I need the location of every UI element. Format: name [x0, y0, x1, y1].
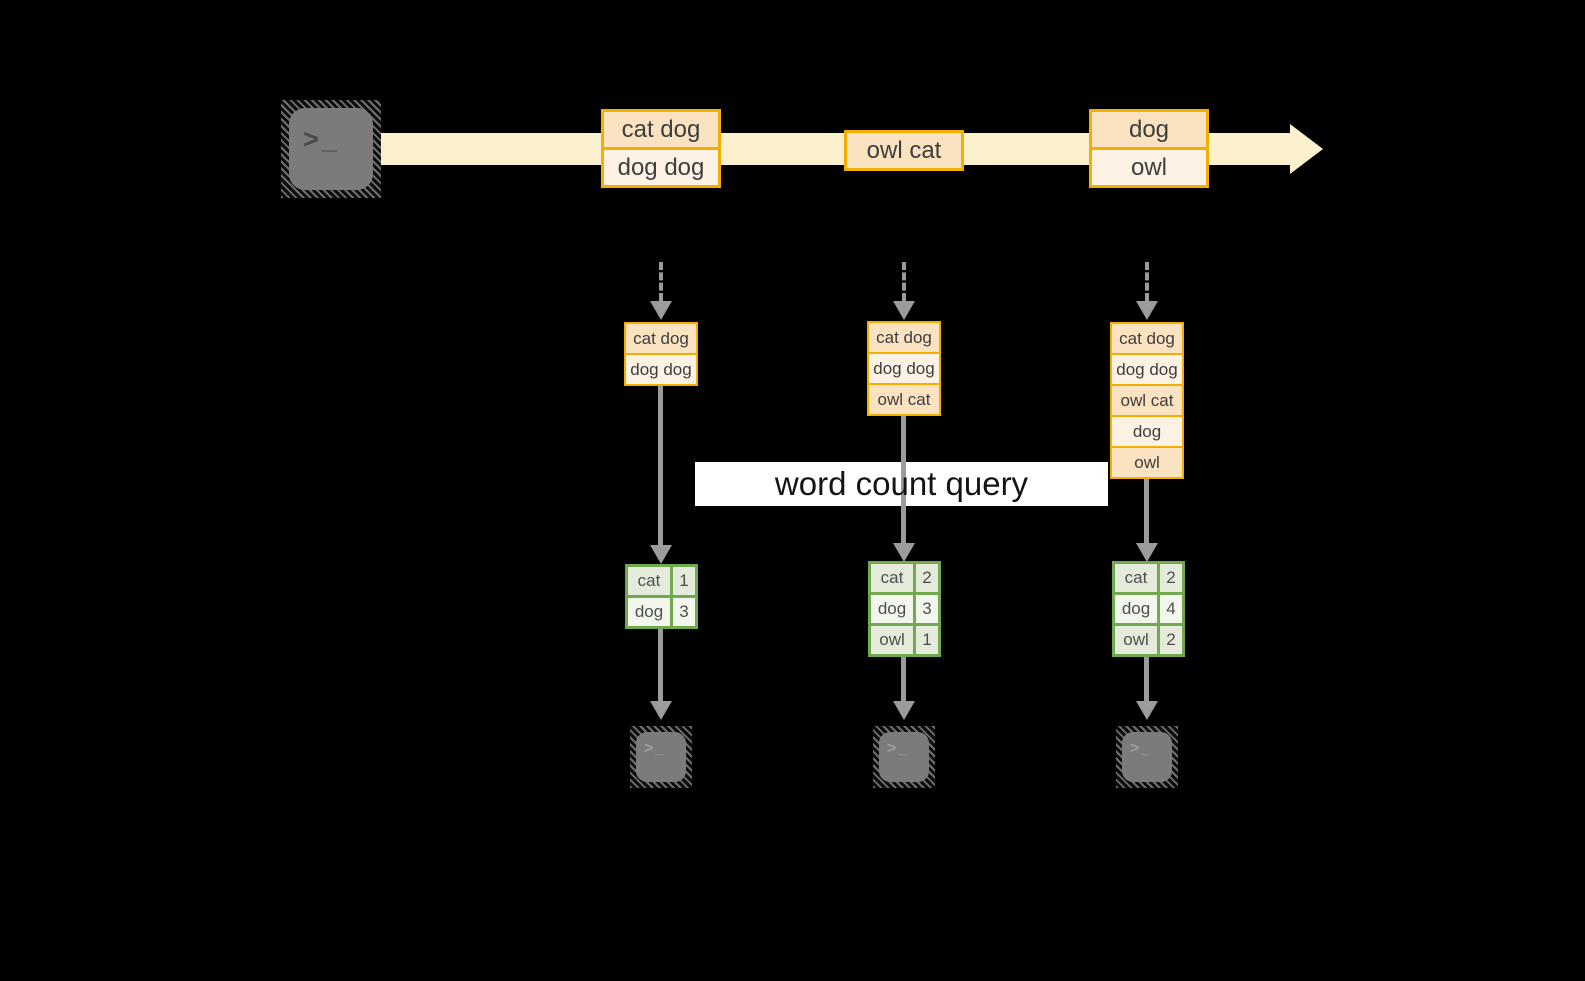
terminal-prompt-icon: >_ — [887, 740, 910, 757]
count-row: owl 2 — [1115, 626, 1182, 654]
count-word: dog — [1115, 595, 1160, 623]
output-arrow-1 — [658, 629, 663, 701]
sink-terminal-icon-2: >_ — [873, 726, 935, 788]
count-word: dog — [628, 598, 673, 626]
query-label: word count query — [774, 465, 1029, 502]
state-record: dog dog — [1112, 355, 1182, 386]
state-record: dog dog — [869, 354, 939, 385]
count-row: dog 3 — [871, 595, 938, 626]
output-arrow-2-head-icon — [893, 701, 915, 720]
connector-arrow-1-head-icon — [650, 545, 672, 564]
terminal-screen: >_ — [1122, 732, 1172, 782]
stream-arrow-head-icon — [1290, 124, 1323, 174]
count-table-2: cat 2 dog 3 owl 1 — [868, 561, 941, 657]
state-record: cat dog — [869, 323, 939, 354]
dashed-arrow-3 — [1145, 262, 1149, 301]
terminal-screen: >_ — [879, 732, 929, 782]
count-table-1: cat 1 dog 3 — [625, 564, 698, 629]
count-row: cat 2 — [1115, 564, 1182, 595]
count-value: 3 — [679, 602, 689, 621]
event-record: cat dog — [604, 112, 718, 150]
count-row: dog 3 — [628, 598, 695, 626]
dashed-arrow-1-head-icon — [650, 301, 672, 320]
terminal-screen: >_ — [636, 732, 686, 782]
event-box-2: owl cat — [844, 130, 964, 171]
count-word: cat — [1115, 564, 1160, 592]
terminal-prompt-icon: >_ — [303, 124, 340, 154]
count-word: cat — [871, 564, 916, 592]
state-record: owl — [1112, 448, 1182, 477]
dashed-arrow-1 — [659, 262, 663, 301]
count-value: 4 — [1166, 599, 1176, 618]
count-word: cat — [628, 567, 673, 595]
state-record: dog — [1112, 417, 1182, 448]
event-record: dog — [1092, 112, 1206, 150]
count-table-3: cat 2 dog 4 owl 2 — [1112, 561, 1185, 657]
count-row: cat 2 — [871, 564, 938, 595]
output-arrow-3-head-icon — [1136, 701, 1158, 720]
connector-arrow-2-head-icon — [893, 543, 915, 562]
dashed-arrow-2-head-icon — [893, 301, 915, 320]
count-value: 2 — [922, 568, 932, 587]
count-word: dog — [871, 595, 916, 623]
connector-arrow-1 — [658, 386, 663, 545]
event-record: owl cat — [847, 133, 961, 168]
count-value: 1 — [922, 630, 932, 649]
connector-arrow-2 — [901, 416, 906, 544]
event-record: owl — [1092, 150, 1206, 185]
event-record: dog dog — [604, 150, 718, 185]
dashed-arrow-2 — [902, 262, 906, 301]
sink-terminal-icon-3: >_ — [1116, 726, 1178, 788]
dashed-arrow-3-head-icon — [1136, 301, 1158, 320]
terminal-prompt-icon: >_ — [1130, 740, 1153, 757]
output-arrow-1-head-icon — [650, 701, 672, 720]
output-arrow-3 — [1144, 657, 1149, 701]
connector-arrow-3-head-icon — [1136, 543, 1158, 562]
count-value: 3 — [922, 599, 932, 618]
state-record: cat dog — [626, 324, 696, 355]
count-row: dog 4 — [1115, 595, 1182, 626]
state-record: cat dog — [1112, 324, 1182, 355]
terminal-prompt-icon: >_ — [644, 740, 667, 757]
sink-terminal-icon-1: >_ — [630, 726, 692, 788]
count-value: 2 — [1166, 568, 1176, 587]
count-value: 1 — [679, 571, 689, 590]
state-record: owl cat — [1112, 386, 1182, 417]
count-value: 2 — [1166, 630, 1176, 649]
connector-arrow-3 — [1144, 479, 1149, 544]
count-word: owl — [1115, 626, 1160, 654]
state-record: dog dog — [626, 355, 696, 384]
source-terminal-icon: >_ — [281, 100, 381, 198]
output-arrow-2 — [901, 657, 906, 701]
terminal-screen: >_ — [289, 108, 373, 190]
count-row: cat 1 — [628, 567, 695, 598]
count-row: owl 1 — [871, 626, 938, 654]
state-record: owl cat — [869, 385, 939, 414]
count-word: owl — [871, 626, 916, 654]
